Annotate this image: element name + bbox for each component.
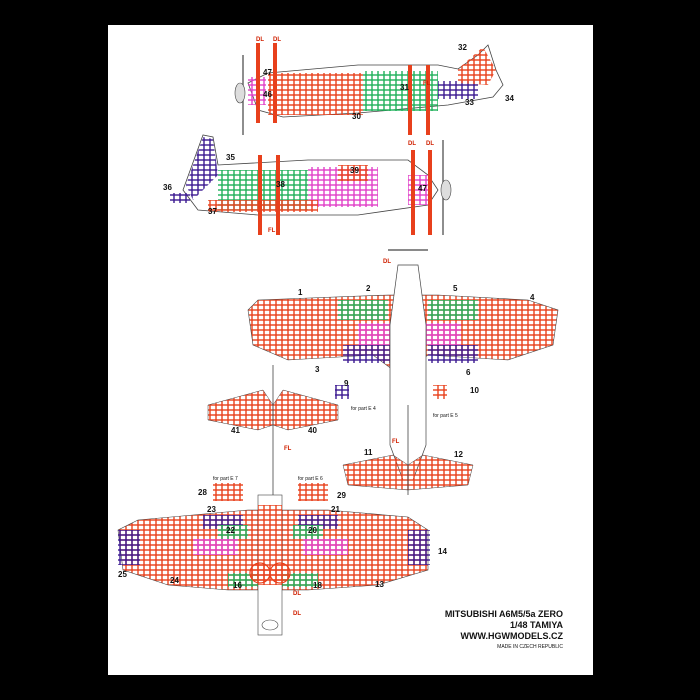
tail-plane-right bbox=[272, 389, 339, 431]
side-top-red-panel bbox=[268, 73, 363, 115]
part-number-4: 4 bbox=[530, 293, 535, 302]
masking-diagram: DL DL FL DL DL FL DL FL FL DL DL for par… bbox=[117, 37, 559, 636]
part-number-11: 11 bbox=[364, 448, 373, 457]
footer-website: WWW.HGWMODELS.CZ bbox=[460, 631, 563, 641]
fl-label-2: FL bbox=[268, 228, 276, 234]
part-number-5: 5 bbox=[453, 284, 458, 293]
tail-plane-left bbox=[207, 389, 274, 431]
dl-label-5: DL bbox=[383, 259, 391, 265]
side-top-purple-panel bbox=[438, 81, 478, 99]
side-top-green-panel bbox=[363, 71, 438, 111]
part-number-35: 35 bbox=[226, 153, 235, 162]
side-top-tail-red bbox=[458, 47, 496, 85]
bottom-wing-green-left bbox=[218, 525, 248, 539]
stabilizer-bottom bbox=[342, 405, 474, 495]
part-number-31: 31 bbox=[400, 83, 409, 92]
side-bottom-tail-purple bbox=[186, 137, 218, 200]
dl-label-7: DL bbox=[293, 611, 301, 617]
wing-top-view bbox=[247, 249, 559, 481]
part-10-red bbox=[433, 385, 447, 399]
part-9-purple bbox=[335, 385, 349, 399]
footer-block: MITSUBISHI A6M5/5a ZERO 1/48 TAMIYA WWW.… bbox=[445, 609, 563, 653]
part-number-10: 10 bbox=[470, 386, 479, 395]
caption-part-e4: for part E 4 bbox=[351, 406, 376, 412]
bottom-wing-magenta-left bbox=[193, 539, 238, 555]
top-wing-green-left bbox=[338, 300, 388, 320]
dl-label-3: DL bbox=[408, 141, 416, 147]
part-number-13: 13 bbox=[375, 580, 384, 589]
part-number-47: 47 bbox=[263, 68, 272, 77]
decal-sheet: DL DL FL DL DL FL DL FL FL DL DL for par… bbox=[108, 25, 593, 675]
caption-part-e6: for part E 6 bbox=[298, 476, 323, 482]
side-bottom-lower-red bbox=[208, 200, 318, 212]
part-number-46: 46 bbox=[263, 90, 272, 99]
part-number-33: 33 bbox=[465, 98, 474, 107]
part-number-18: 18 bbox=[313, 581, 322, 590]
footer-scale: 1/48 TAMIYA bbox=[509, 620, 563, 630]
part-number-28: 28 bbox=[198, 488, 207, 497]
top-wing-magenta-right bbox=[426, 323, 461, 345]
fl-label-4: FL bbox=[284, 446, 292, 452]
dl-label-6: DL bbox=[293, 591, 301, 597]
part-number-6: 6 bbox=[466, 368, 471, 377]
caption-part-e7: for part E 7 bbox=[213, 476, 238, 482]
top-wing-purple-left bbox=[343, 345, 393, 363]
part-number-12: 12 bbox=[454, 450, 463, 459]
part-number-39: 39 bbox=[350, 166, 359, 175]
bottom-wing-purple-right-tip bbox=[408, 530, 430, 565]
part-number-25: 25 bbox=[118, 570, 127, 579]
stab-left bbox=[342, 454, 409, 491]
part-number-1: 1 bbox=[298, 288, 303, 297]
part-number-16: 16 bbox=[233, 581, 242, 590]
part-number-21: 21 bbox=[331, 505, 340, 514]
part-number-14: 14 bbox=[438, 547, 447, 556]
footer-origin: MADE IN CZECH REPUBLIC bbox=[497, 644, 563, 650]
top-wing-green-right bbox=[428, 300, 478, 320]
part-number-34: 34 bbox=[505, 94, 514, 103]
part-number-3: 3 bbox=[315, 365, 320, 374]
dl-label-4: DL bbox=[426, 141, 434, 147]
part-29-red bbox=[298, 483, 328, 501]
dl-label-1: DL bbox=[256, 37, 264, 43]
part-number-36: 36 bbox=[163, 183, 172, 192]
part-number-2: 2 bbox=[366, 284, 371, 293]
wing-bottom-view bbox=[117, 494, 430, 636]
part-28-red bbox=[213, 483, 243, 501]
part-number-41: 41 bbox=[231, 426, 240, 435]
fl-label-1: FL bbox=[423, 81, 431, 87]
part-number-23: 23 bbox=[207, 505, 216, 514]
bottom-wing-green-right bbox=[293, 525, 323, 539]
part-number-29: 29 bbox=[337, 491, 346, 500]
part-number-47-right: 47 bbox=[418, 184, 427, 193]
bottom-wing-magenta-right bbox=[303, 539, 348, 555]
part-number-32: 32 bbox=[458, 43, 467, 52]
side-view-left bbox=[234, 43, 504, 135]
fl-label-3: FL bbox=[392, 439, 400, 445]
part-number-24: 24 bbox=[170, 576, 179, 585]
part-number-37: 37 bbox=[208, 207, 217, 216]
dl-label-2: DL bbox=[273, 37, 281, 43]
caption-part-e5: for part E 5 bbox=[433, 413, 458, 419]
top-wing-purple-right bbox=[428, 345, 478, 363]
side-bottom-tail-tip-purple bbox=[170, 193, 190, 203]
part-number-9: 9 bbox=[344, 379, 349, 388]
side-view-right bbox=[170, 134, 452, 235]
bottom-wing-purple-left-tip bbox=[118, 530, 140, 565]
top-wing-magenta-left bbox=[358, 323, 393, 345]
side-bottom-canopy-red bbox=[338, 165, 368, 181]
part-number-40: 40 bbox=[308, 426, 317, 435]
part-number-38: 38 bbox=[276, 180, 285, 189]
part-number-30: 30 bbox=[352, 112, 361, 121]
footer-title: MITSUBISHI A6M5/5a ZERO bbox=[444, 609, 563, 619]
part-number-22: 22 bbox=[226, 526, 235, 535]
part-number-20: 20 bbox=[308, 526, 317, 535]
stab-right bbox=[407, 454, 474, 491]
